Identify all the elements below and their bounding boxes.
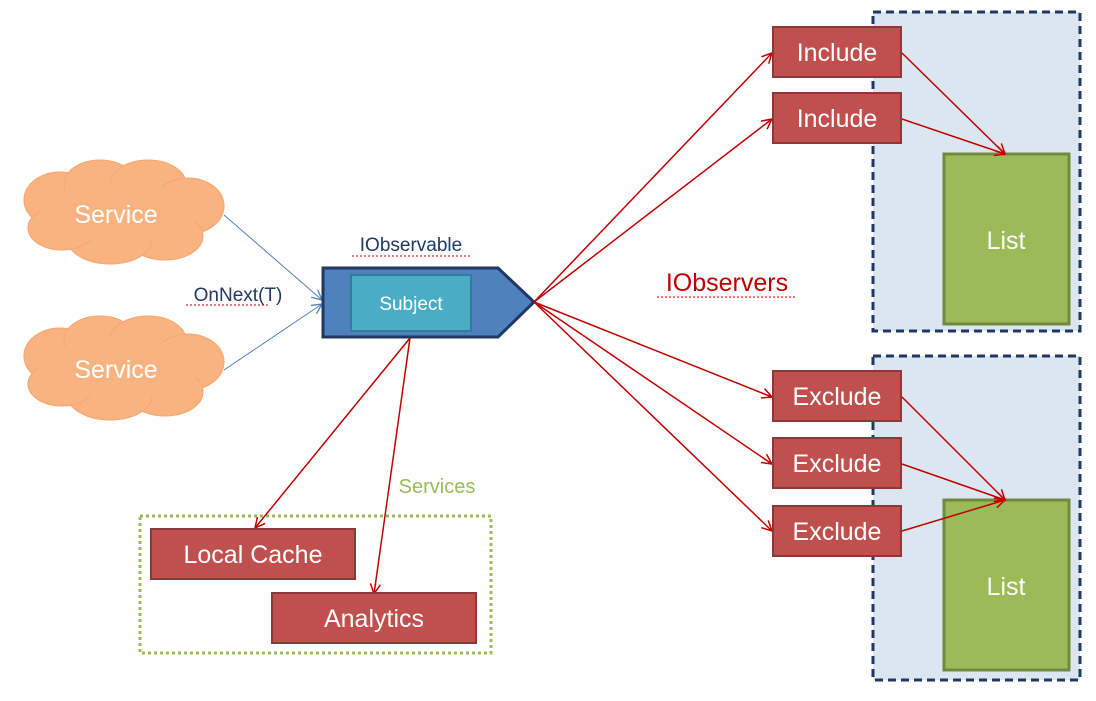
arrow-to-exclude-1 [533,301,772,397]
exclude-box-3: Exclude [772,505,902,557]
arrow-include-2-to-list [901,118,1005,154]
arrow-exclude-3-to-list [901,500,1005,532]
services-group-container [138,514,493,655]
arrow-exclude-2-to-list [901,463,1005,500]
include-box-2: Include [772,92,902,144]
service-top-cloud [23,159,225,265]
arrow-exclude-1-to-list [901,396,1005,500]
exclude-box-1: Exclude [772,370,902,422]
analytics-label: Analytics [324,605,424,633]
services-group-label: Services [399,476,476,498]
list-top-label: List [987,227,1026,255]
include-1-label: Include [797,39,878,67]
arrow-include-1-to-list [901,52,1005,154]
arrow-to-exclude-2 [533,301,772,464]
arrow-to-include-1 [533,53,772,303]
local-cache-box: Local Cache [150,528,356,580]
service-top-label: Service [74,201,157,229]
arrow-to-analytics [374,337,411,594]
onnext-arrow-top [223,214,322,300]
arrow-to-include-2 [533,119,772,303]
local-cache-label: Local Cache [184,541,323,569]
arrow-to-local-cache [255,337,411,528]
service-bottom-label: Service [74,356,157,384]
exclude-2-label: Exclude [793,450,882,478]
include-2-label: Include [797,105,878,133]
onnext-arrow-bottom [223,304,322,371]
onnext-label: OnNext(T) [194,285,283,306]
exclude-1-label: Exclude [793,383,882,411]
include-box-1: Include [772,26,902,78]
iobservers-label: IObservers [666,269,788,297]
list-bottom-label: List [987,573,1026,601]
service-bottom-cloud [23,315,225,421]
analytics-box: Analytics [271,592,477,644]
list-top-box: List [942,152,1071,326]
iobservable-label: IObservable [360,235,462,256]
exclude-box-2: Exclude [772,437,902,489]
list-bottom-box: List [942,498,1071,672]
subject-label: Subject [379,294,443,315]
subject-box [350,274,472,332]
arrow-to-exclude-3 [533,301,772,531]
exclude-3-label: Exclude [793,518,882,546]
